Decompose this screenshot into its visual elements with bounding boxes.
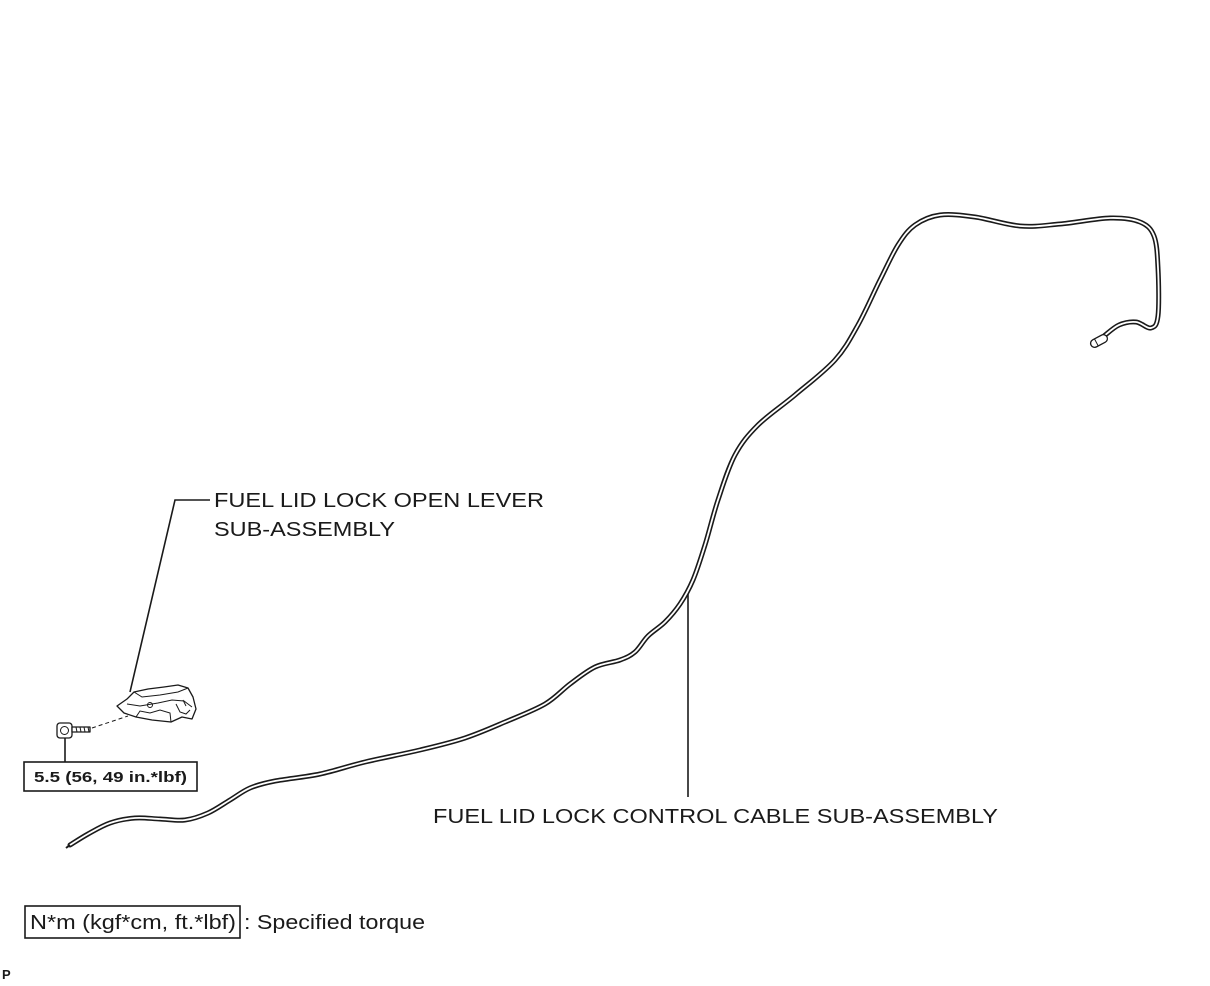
connector-ring xyxy=(1094,338,1099,347)
lever-detail-mid xyxy=(126,699,193,708)
corner-mark: P xyxy=(2,967,11,982)
legend-description: : Specified torque xyxy=(244,912,425,934)
bolt-thread xyxy=(75,726,90,733)
torque-spec-box xyxy=(23,761,198,792)
lever-bolt-hole xyxy=(147,702,153,708)
legend: N*m (kgf*cm, ft.*lbf) : Specified torque xyxy=(24,905,425,939)
cable-right-end-connector xyxy=(1089,334,1109,348)
cable-core xyxy=(69,213,1160,846)
bolt xyxy=(56,715,129,739)
connector-body xyxy=(1089,334,1109,348)
cable-left-end-tip xyxy=(65,844,71,849)
bolt-head xyxy=(56,722,73,739)
open-lever-label-line2: SUB-ASSEMBLY xyxy=(214,519,395,541)
fuel-lid-lock-control-cable xyxy=(65,212,1162,849)
fuel-lid-lock-open-lever xyxy=(116,684,197,723)
legend-unit-text: N*m (kgf*cm, ft.*lbf) xyxy=(30,912,236,934)
install-direction-dashed-line xyxy=(91,715,129,729)
open-lever-label-line1: FUEL LID LOCK OPEN LEVER xyxy=(214,490,544,512)
bolt-head-face xyxy=(60,726,69,735)
lever-detail-handle xyxy=(175,699,191,715)
legend-unit-box xyxy=(24,905,241,939)
open-lever-leader-line xyxy=(129,499,210,693)
torque-spec: 5.5 (56, 49 in.*lbf) xyxy=(23,761,198,792)
lever-detail-bottom xyxy=(135,709,172,723)
control-cable-label: FUEL LID LOCK CONTROL CABLE SUB-ASSEMBLY xyxy=(433,806,998,828)
torque-spec-value: 5.5 (56, 49 in.*lbf) xyxy=(34,769,187,786)
lever-detail-top xyxy=(133,687,189,698)
